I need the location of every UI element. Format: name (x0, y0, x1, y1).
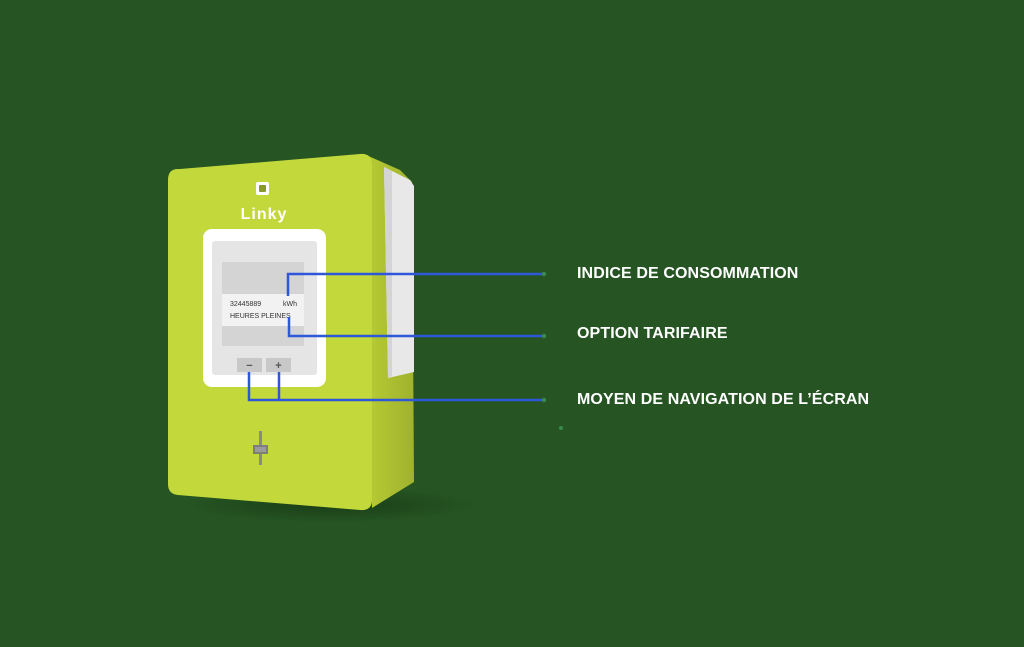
plus-button-label: + (275, 360, 281, 372)
minus-button-label: − (246, 360, 252, 372)
connector-dot-navigation (541, 397, 547, 403)
callout-indice-de-consommation: INDICE DE CONSOMMATION (577, 265, 799, 282)
optical-sensor-inner (259, 185, 266, 192)
lcd-unit: kWh (283, 301, 297, 308)
lcd-index-value: 32445889 (230, 301, 261, 308)
lcd-text-band (222, 294, 304, 326)
linky-logo: Linky (241, 206, 288, 223)
callout-option-tarifaire: OPTION TARIFAIRE (577, 325, 728, 342)
callout-navigation-ecran: MOYEN DE NAVIGATION DE L’ÉCRAN (577, 391, 870, 408)
connector-navigation (247, 372, 544, 402)
connector-dot-indice (541, 271, 547, 277)
connector-dot-extra (559, 426, 563, 430)
connector-lines (247, 272, 544, 402)
connector-indice (286, 272, 544, 296)
meter-back-panel-shade (384, 167, 392, 378)
connector-option (287, 317, 544, 338)
connector-dot-option (541, 333, 547, 339)
minus-button[interactable] (237, 358, 262, 372)
lcd-tariff-option: HEURES PLEINES (230, 313, 291, 320)
plus-button[interactable] (266, 358, 291, 372)
breaker-icon (253, 431, 268, 465)
